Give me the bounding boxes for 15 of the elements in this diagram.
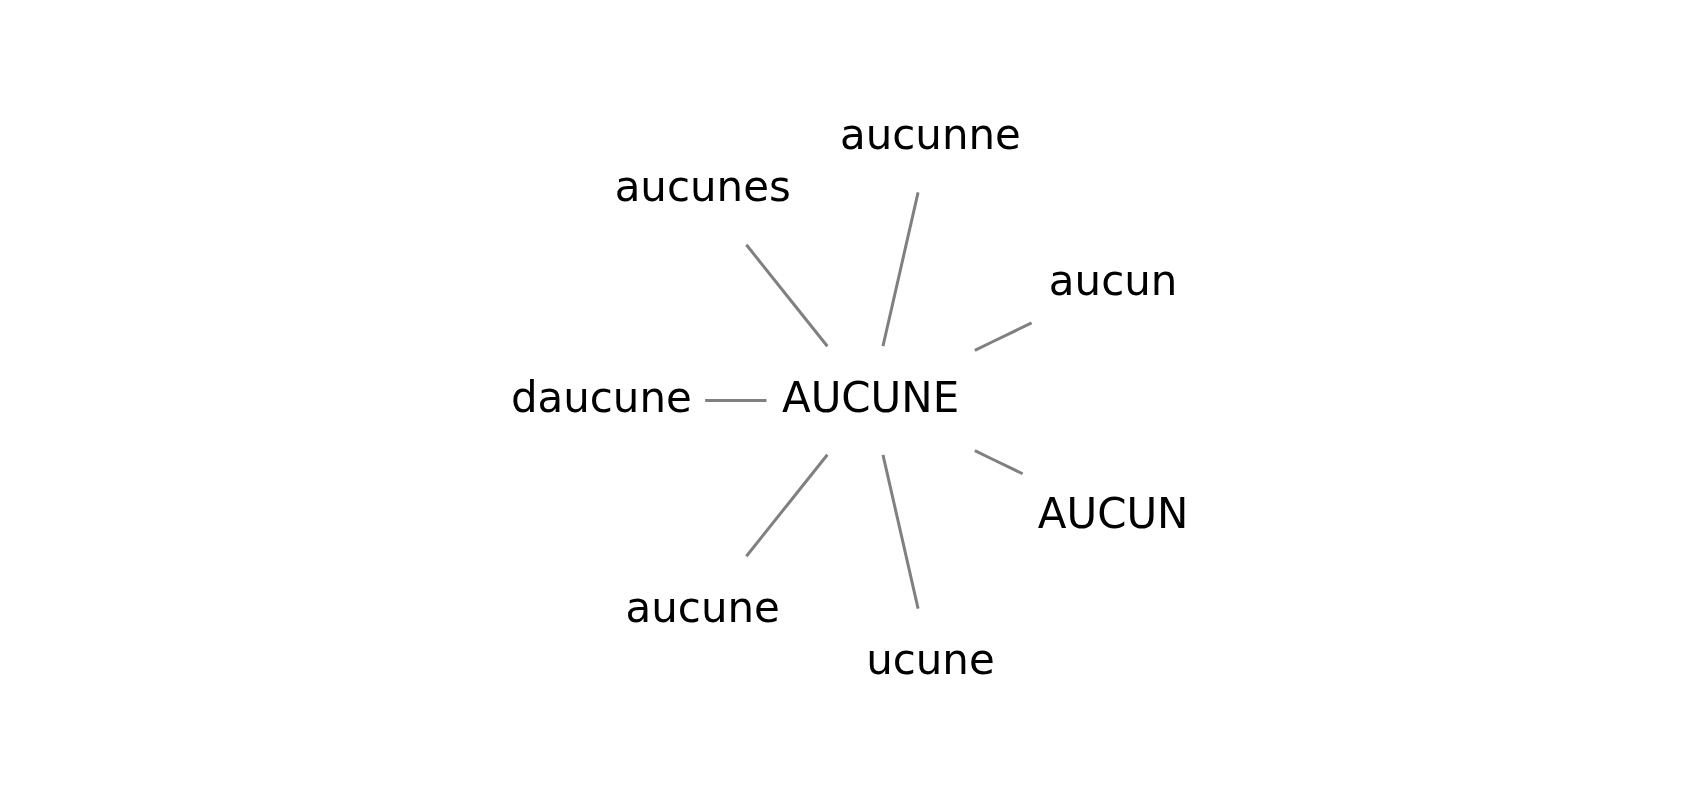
connector bbox=[744, 453, 829, 557]
connector bbox=[973, 448, 1023, 475]
node-text: aucun bbox=[1048, 255, 1177, 305]
connector bbox=[881, 454, 920, 609]
connector bbox=[704, 398, 766, 402]
connector bbox=[973, 321, 1032, 352]
node-text: ucune bbox=[865, 634, 995, 684]
connector bbox=[881, 191, 920, 346]
node-text: aucunes bbox=[614, 161, 791, 211]
connector bbox=[744, 243, 829, 347]
node-text: aucunne bbox=[839, 109, 1021, 159]
node-text: aucune bbox=[625, 582, 780, 632]
node-text: daucune bbox=[510, 372, 692, 422]
node-text: AUCUN bbox=[1037, 488, 1188, 538]
node-text: AUCUNE bbox=[781, 372, 959, 422]
